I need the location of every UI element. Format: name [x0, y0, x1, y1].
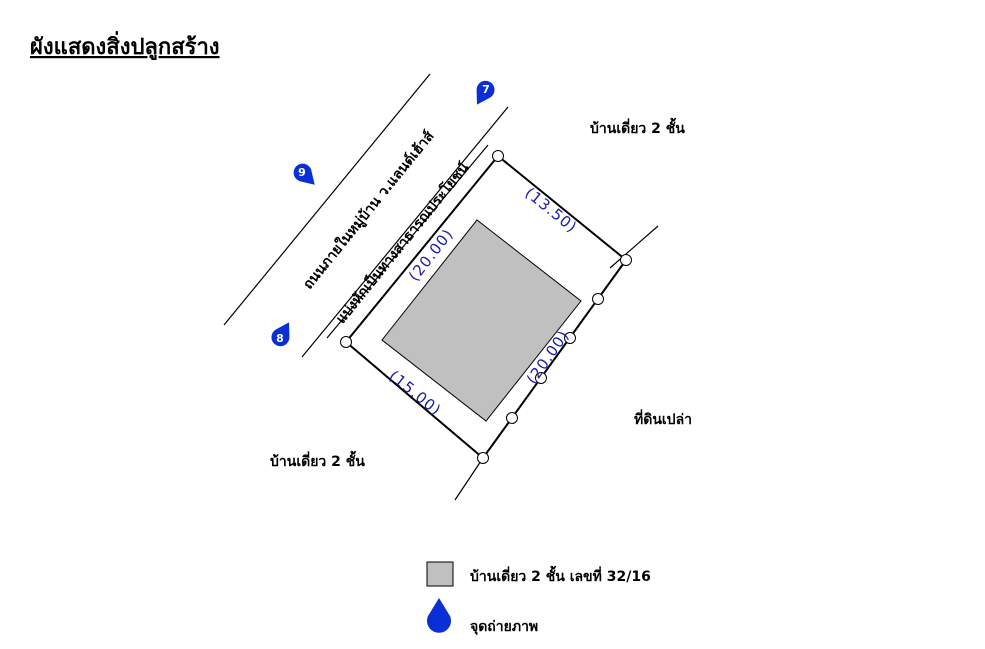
legend: บ้านเดี่ยว 2 ชั้น เลขที่ 32/16 จุดถ่ายภา…: [426, 561, 651, 635]
photo-point-number: 8: [276, 332, 284, 345]
survey-point: [620, 254, 632, 266]
survey-point: [477, 452, 489, 464]
survey-point: [592, 293, 604, 305]
legend-photo-point-label: จุดถ่ายภาพ: [470, 619, 538, 635]
legend-building-swatch: [426, 561, 454, 587]
photo-point-number: 7: [482, 83, 490, 96]
neighbour-label-right: ที่ดินเปล่า: [634, 409, 692, 428]
legend-building-label: บ้านเดี่ยว 2 ชั้น เลขที่ 32/16: [470, 565, 651, 585]
survey-point: [340, 336, 352, 348]
camera-direction-marker-icon: [476, 80, 495, 105]
photo-point-7: [476, 80, 495, 105]
page-title: ผังแสดงสิ่งปลูกสร้าง: [30, 30, 220, 61]
survey-point: [492, 150, 504, 162]
public-strip-line: [326, 144, 489, 339]
camera-direction-marker-icon: [293, 163, 315, 185]
camera-direction-marker-icon: [427, 598, 451, 633]
survey-points: [340, 150, 632, 464]
neighbour-label-top-right: บ้านเดี่ยว 2 ชั้น: [590, 117, 685, 137]
camera-direction-marker-icon: [271, 322, 290, 347]
dimension-top-edge: (13.50): [522, 184, 581, 237]
neighbour-label-bottom-left: บ้านเดี่ยว 2 ชั้น: [270, 450, 365, 470]
photo-point-8: [271, 322, 290, 347]
photo-point-9: [293, 163, 315, 185]
road-edge-line-2: [301, 106, 509, 358]
survey-point: [506, 412, 518, 424]
legend-photo-point: [427, 598, 451, 633]
building-footprint: [381, 219, 582, 422]
photo-point-number: 9: [298, 166, 306, 179]
survey-point: [564, 332, 576, 344]
neighbour-boundary-line: [609, 225, 659, 269]
road-edge-line: [223, 73, 431, 326]
survey-point: [535, 372, 547, 384]
neighbour-boundary-line-2: [454, 457, 484, 501]
